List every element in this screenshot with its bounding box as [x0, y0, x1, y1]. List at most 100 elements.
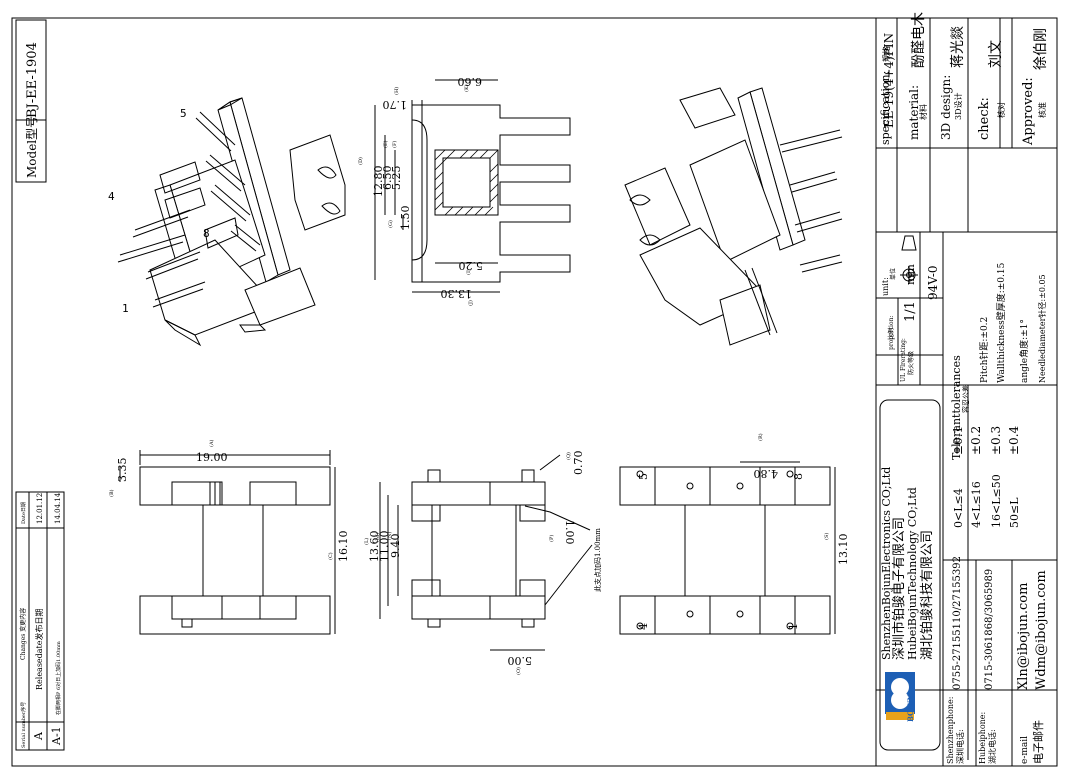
- unit-label: unit:: [881, 277, 890, 296]
- pin-label-8: 8: [203, 227, 210, 240]
- email-2: Wdm@ibojun.com: [1034, 570, 1049, 690]
- tol-range-3: 50≤L: [1008, 497, 1021, 528]
- company-name-2-cn: 湖北铂骏科技有限公司: [919, 530, 935, 660]
- title-block-frame: [875, 17, 1058, 767]
- dim-O-value: 5.00: [508, 654, 533, 667]
- model-label: Model型号: [25, 116, 39, 178]
- row-a-change: Releasedate发布日期: [34, 609, 44, 691]
- tol-range-0: 0<L≤4: [952, 488, 965, 528]
- spec-label: specification:: [879, 71, 892, 145]
- iso-view-right: [624, 87, 843, 346]
- tol-note-2: angle角度:±1°: [1018, 319, 1030, 383]
- bottom-view-b: [379, 454, 593, 651]
- col-changes: Changes 变更内容: [19, 608, 27, 660]
- tol-title-text: Toleranttolerances: [950, 355, 963, 460]
- dim-E-value: 6.50: [381, 166, 394, 191]
- pin-label-4: 4: [108, 190, 115, 203]
- dim-K-letter: (K): [463, 84, 470, 92]
- dim-M-value: 11.00: [378, 531, 391, 563]
- unit-cn: 单位: [889, 268, 897, 280]
- email-1: Xln@ibojun.com: [1016, 583, 1031, 690]
- email-label: e-mail: [1020, 736, 1030, 764]
- pin-1: 1: [787, 623, 800, 630]
- dim-P-letter: (P): [548, 535, 555, 542]
- tol-range-2: 16<L≤50: [990, 474, 1003, 528]
- tol-note-3: Needlediameter针径:±0.05: [1037, 274, 1047, 383]
- company-name-1: ShenzhenBojunElectronics CO;Ltd: [880, 467, 893, 660]
- dim-G-value: 1.50: [399, 206, 412, 231]
- proportion-value: 1/1: [903, 301, 918, 322]
- dim-C-letter: (C): [327, 552, 334, 560]
- note-text: 此支点加码1.00mm: [593, 528, 602, 592]
- dim-A-value: 19.00: [196, 451, 228, 464]
- material-label: material:: [907, 85, 921, 140]
- company-logo: [885, 672, 915, 720]
- dim-L-value: 13.60: [368, 531, 381, 563]
- dim-C-value: 16.10: [337, 531, 350, 563]
- tol-cn: 容忍公差: [961, 385, 970, 413]
- pin-label-5: 5: [180, 107, 187, 120]
- dim-I-value: 5.20: [459, 259, 484, 272]
- dim-R-letter: (R): [757, 433, 764, 441]
- hb-phone: 0715-3061868/3065989: [984, 569, 995, 690]
- logo-text: BOJUN: [906, 693, 915, 722]
- dim-E-letter: (E): [382, 140, 389, 148]
- pin-label-1: 1: [122, 302, 129, 315]
- dim-J-value: 13.30: [441, 287, 473, 300]
- row-a-date: 12.01.12: [36, 493, 44, 524]
- row-a1-serial: A-1: [50, 726, 63, 746]
- tol-value-b: ±0.2: [969, 426, 983, 455]
- dim-R-value: 4.80: [754, 467, 779, 480]
- design-label: 3D design:: [939, 75, 953, 140]
- dim-N-value: 9.40: [389, 534, 402, 559]
- dim-A-letter: (A): [208, 439, 215, 447]
- ul-value: 94V-0: [926, 265, 940, 300]
- dim-B-value: 3.35: [116, 458, 129, 483]
- pin-5: 5: [637, 473, 650, 480]
- dim-D-value: 12.80: [372, 166, 385, 198]
- hb-phone-cn: 湖北电话:: [987, 729, 997, 764]
- dim-L-letter: (L): [363, 538, 370, 545]
- company-name-2: HubeiBojunTechnology CO;Ltd: [906, 487, 919, 660]
- dim-F-letter: (F): [391, 141, 398, 148]
- col-date: Date日期: [21, 502, 27, 524]
- dim-G-letter: (G): [387, 220, 394, 228]
- tol-value-d: ±0.4: [1007, 425, 1021, 455]
- row-a-serial: A: [32, 731, 45, 741]
- dim-B-letter: (B): [108, 489, 115, 497]
- ul-cn: 防火等级: [907, 351, 915, 375]
- pin-8: 8: [792, 473, 805, 480]
- changes-table: Serial number序号 Changes 变更内容 Date日期 A Re…: [15, 491, 65, 751]
- approved-cn: 核准: [1037, 102, 1047, 118]
- dim-Q-letter: (Q): [565, 452, 572, 460]
- dim-M-letter: (M): [374, 533, 381, 542]
- section-view: [374, 79, 571, 293]
- material-cn: 材料: [918, 104, 928, 120]
- dim-S-letter: (S): [823, 533, 830, 540]
- tol-range-1: 4<L≤16: [970, 481, 983, 528]
- tol-note-0: Pitch针距:±0.2: [978, 317, 990, 383]
- sz-phone: 0755-27155110/27155392: [952, 556, 963, 690]
- dim-O-letter: (O): [515, 667, 522, 675]
- dim-I-letter: (I): [465, 269, 472, 275]
- proportion-label: proportion:: [888, 316, 895, 350]
- model-value: BJ-EE-1904: [25, 42, 40, 118]
- check-label: check:: [977, 97, 992, 140]
- row-a1-change: 在脚两相P 6对日上加码1.00mm: [55, 641, 62, 715]
- col-serial: Serial number序号: [20, 702, 27, 748]
- dim-H-value: 1.70: [383, 98, 408, 111]
- design-cn: 3D设计: [953, 92, 963, 120]
- dim-D-letter: (D): [357, 157, 364, 165]
- dim-Q-value: 0.70: [572, 451, 585, 476]
- bottom-view-c: [619, 461, 836, 635]
- dim-S-value: 13.10: [837, 534, 850, 566]
- sz-phone-cn: 深圳电话:: [955, 729, 965, 764]
- check-cn: 核对: [996, 102, 1006, 118]
- tol-value-a: ±0.1: [951, 426, 965, 455]
- bottom-view-a: [119, 450, 336, 635]
- wall-hatching: [434, 149, 499, 216]
- dim-J-letter: (J): [467, 300, 474, 306]
- projection-symbol-icon: [900, 235, 918, 284]
- ul-label: UL Flrerating:: [900, 338, 907, 382]
